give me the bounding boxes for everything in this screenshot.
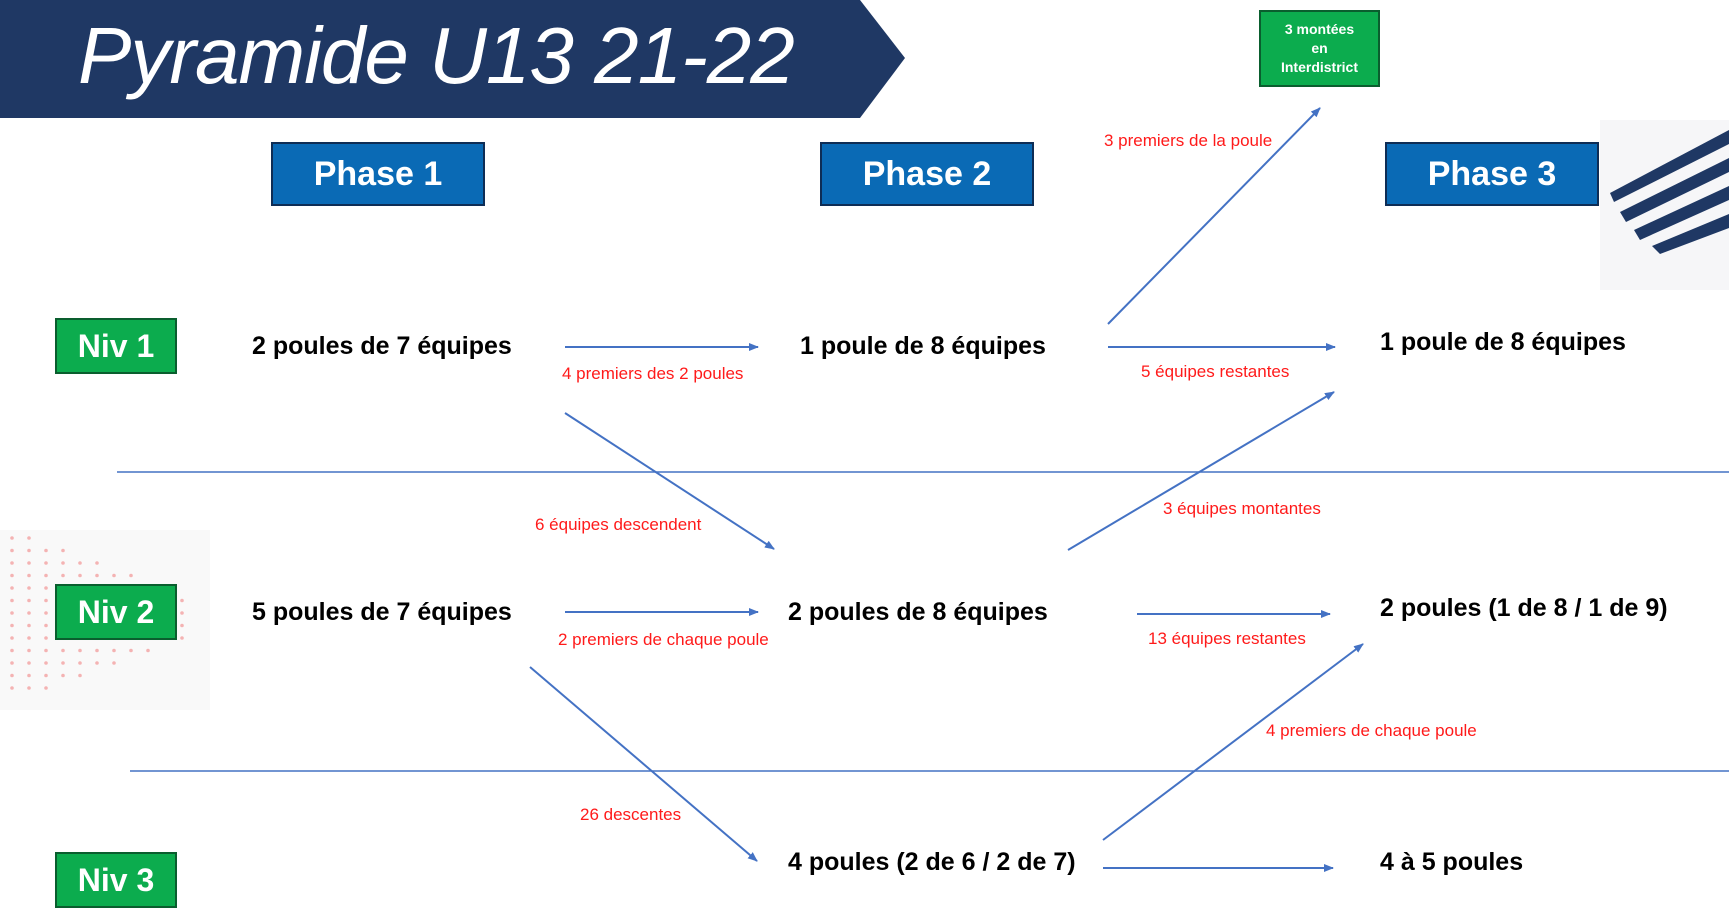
decorative-dot bbox=[180, 611, 184, 615]
node-n1-phase3: 1 poule de 8 équipes bbox=[1380, 328, 1626, 356]
label-n2-to-n1: 3 équipes montantes bbox=[1163, 499, 1321, 518]
decorative-dot bbox=[180, 636, 184, 640]
phase-3-header: Phase 3 bbox=[1385, 142, 1599, 206]
decorative-dot bbox=[78, 661, 82, 665]
decorative-stripes bbox=[1600, 120, 1729, 290]
arrow-n3-to-n2 bbox=[1102, 643, 1364, 841]
label-n2-to-n3: 26 descentes bbox=[580, 805, 682, 824]
decorative-dot bbox=[61, 548, 65, 553]
title-banner bbox=[0, 0, 905, 118]
decorative-dot bbox=[27, 561, 31, 565]
decorative-dot bbox=[10, 536, 14, 540]
decorative-dot bbox=[10, 548, 14, 553]
decorative-dot bbox=[146, 648, 150, 653]
decorative-dot bbox=[44, 611, 48, 615]
decorative-dot bbox=[61, 673, 65, 678]
node-n1-phase1: 2 poules de 7 équipes bbox=[252, 332, 512, 360]
decorative-dot bbox=[27, 648, 31, 653]
decorative-dot bbox=[129, 648, 133, 653]
decorative-dot bbox=[27, 573, 31, 578]
decorative-dot bbox=[27, 686, 31, 690]
decorative-dot bbox=[78, 573, 82, 578]
decorative-dot bbox=[10, 661, 14, 665]
decorative-dot bbox=[44, 673, 48, 678]
decorative-dot bbox=[95, 573, 99, 578]
label-n1-p2-p3: 5 équipes restantes bbox=[1141, 362, 1290, 381]
page-title: Pyramide U13 21-22 bbox=[78, 11, 795, 100]
phase-2-header: Phase 2 bbox=[820, 142, 1034, 206]
label-n2-p2-p3: 13 équipes restantes bbox=[1148, 629, 1306, 648]
decorative-dot bbox=[95, 648, 99, 653]
level-2-badge: Niv 2 bbox=[55, 584, 177, 640]
decorative-dot bbox=[61, 573, 65, 578]
decorative-dot bbox=[44, 586, 48, 590]
decorative-dot bbox=[44, 623, 48, 628]
decorative-dot bbox=[61, 661, 65, 665]
decorative-dot bbox=[112, 648, 116, 653]
decorative-dot bbox=[44, 648, 48, 653]
decorative-dot bbox=[10, 598, 14, 603]
decorative-dot bbox=[61, 561, 65, 565]
decorative-dot bbox=[112, 661, 116, 665]
decorative-dot bbox=[10, 611, 14, 615]
decorative-dot bbox=[27, 661, 31, 665]
level-3-badge: Niv 3 bbox=[55, 852, 177, 908]
label-n3-to-n2: 4 premiers de chaque poule bbox=[1266, 721, 1477, 740]
decorative-dot bbox=[44, 561, 48, 565]
arrow-n2-to-n3 bbox=[529, 666, 758, 862]
decorative-dot bbox=[27, 611, 31, 615]
decorative-dot bbox=[10, 673, 14, 678]
arrow-n2-to-n1 bbox=[1067, 391, 1335, 551]
decorative-dot bbox=[10, 636, 14, 640]
decorative-dot bbox=[78, 673, 82, 678]
decorative-dot bbox=[27, 536, 31, 540]
decorative-dot bbox=[10, 561, 14, 565]
arrow-n1-to-n2 bbox=[564, 412, 775, 550]
decorative-dot bbox=[129, 573, 133, 578]
decorative-dot bbox=[44, 548, 48, 553]
decorative-dot bbox=[10, 623, 14, 628]
label-n1-to-n2: 6 équipes descendent bbox=[535, 515, 702, 534]
decorative-dot bbox=[10, 586, 14, 590]
decorative-dot bbox=[10, 686, 14, 690]
decorative-dot bbox=[27, 548, 31, 553]
interdistrict-line-1: 3 montées bbox=[1284, 21, 1355, 37]
node-n3-phase2: 4 poules (2 de 6 / 2 de 7) bbox=[788, 848, 1076, 876]
level-1-badge: Niv 1 bbox=[55, 318, 177, 374]
label-n1-p1-p2: 4 premiers des 2 poules bbox=[562, 364, 744, 383]
decorative-dot bbox=[180, 623, 184, 628]
node-n2-phase3: 2 poules (1 de 8 / 1 de 9) bbox=[1380, 594, 1668, 622]
interdistrict-line-2: en bbox=[1311, 40, 1328, 56]
decorative-dot bbox=[27, 636, 31, 640]
node-n1-phase2: 1 poule de 8 équipes bbox=[800, 332, 1046, 360]
decorative-dot bbox=[27, 623, 31, 628]
label-n2-p1-p2: 2 premiers de chaque poule bbox=[558, 630, 769, 649]
decorative-dot bbox=[44, 636, 48, 640]
label-to-interdistrict: 3 premiers de la poule bbox=[1104, 131, 1273, 150]
node-n2-phase1: 5 poules de 7 équipes bbox=[252, 598, 512, 626]
arrow-to-interdistrict bbox=[1107, 107, 1321, 325]
decorative-dot bbox=[27, 673, 31, 678]
decorative-dot bbox=[27, 598, 31, 603]
decorative-dot bbox=[44, 573, 48, 578]
decorative-dot bbox=[78, 648, 82, 653]
decorative-dot bbox=[44, 598, 48, 603]
phase-1-header: Phase 1 bbox=[271, 142, 485, 206]
decorative-dot bbox=[10, 573, 14, 578]
decorative-dot bbox=[61, 648, 65, 653]
decorative-dot bbox=[95, 661, 99, 665]
decorative-dot bbox=[112, 573, 116, 578]
interdistrict-box: 3 montées en Interdistrict bbox=[1259, 10, 1380, 87]
decorative-dot bbox=[44, 661, 48, 665]
node-n3-phase3: 4 à 5 poules bbox=[1380, 848, 1524, 876]
decorative-dot bbox=[10, 648, 14, 653]
interdistrict-line-3: Interdistrict bbox=[1280, 59, 1358, 75]
decorative-dot bbox=[78, 561, 82, 565]
decorative-dot bbox=[180, 598, 184, 603]
decorative-dot bbox=[95, 561, 99, 565]
decorative-dot bbox=[27, 586, 31, 590]
decorative-dot bbox=[44, 686, 48, 690]
node-n2-phase2: 2 poules de 8 équipes bbox=[788, 598, 1048, 626]
